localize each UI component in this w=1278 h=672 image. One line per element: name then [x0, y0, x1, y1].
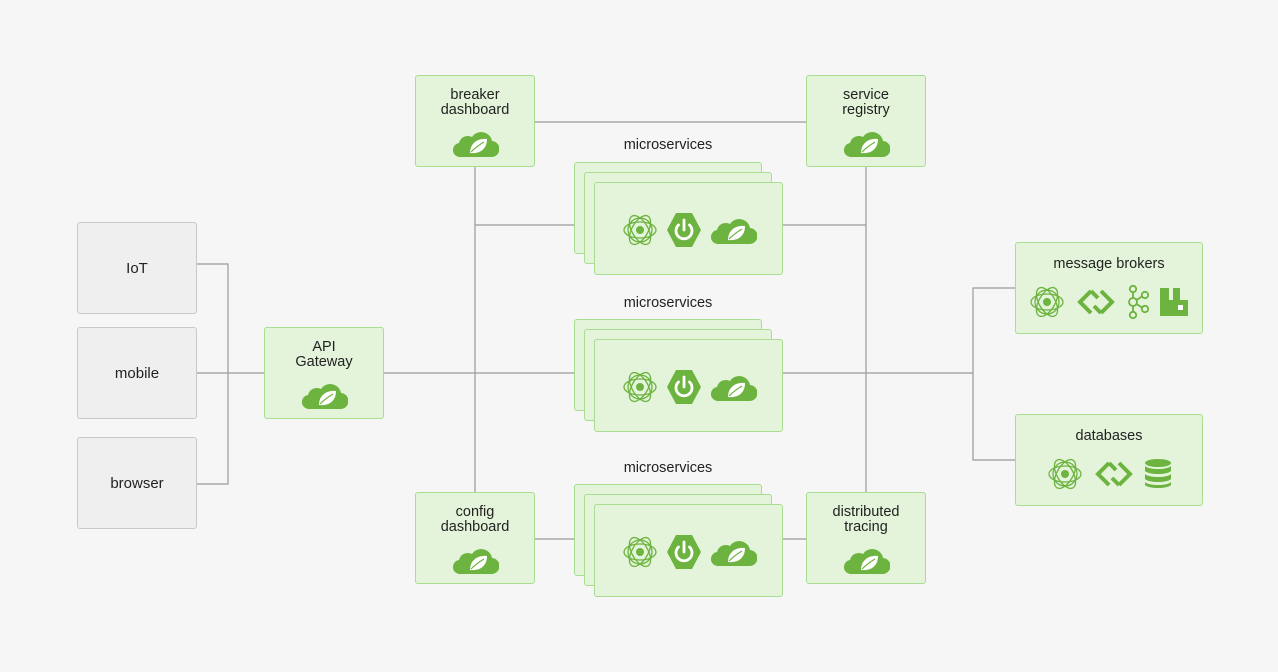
spring-cloud-icon	[709, 215, 757, 245]
microservice-box-top	[594, 182, 783, 275]
client-browser-label: browser	[110, 474, 164, 492]
client-browser: browser	[77, 437, 197, 529]
message-brokers-label: message brokers	[1053, 256, 1165, 272]
api-gateway-line2: Gateway	[295, 354, 353, 370]
registry-line2: registry	[842, 102, 890, 118]
microservice-box-bot	[594, 504, 783, 597]
config-line2: dashboard	[440, 519, 510, 535]
spring-integration-icon	[1092, 457, 1136, 491]
registry-line1: service	[843, 87, 889, 103]
spring-integration-icon	[1074, 285, 1118, 319]
client-iot: IoT	[77, 222, 197, 314]
service-registry-box: service registry	[806, 75, 926, 167]
microservices-label-mid: microservices	[623, 295, 713, 311]
databases-label: databases	[1075, 428, 1143, 444]
breaker-line1: breaker	[450, 87, 500, 103]
breaker-dashboard-box: breaker dashboard	[415, 75, 535, 167]
client-iot-label: IoT	[126, 259, 148, 277]
config-line1: config	[455, 504, 495, 520]
api-gateway-box: API Gateway	[264, 327, 384, 419]
rabbitmq-icon	[1158, 286, 1190, 318]
distributed-tracing-box: distributed tracing	[806, 492, 926, 584]
spring-atom-icon	[621, 211, 659, 249]
spring-boot-icon	[665, 368, 703, 406]
spring-cloud-icon	[451, 128, 499, 158]
database-icon	[1144, 458, 1172, 490]
spring-cloud-icon	[842, 128, 890, 158]
spring-atom-icon	[1046, 455, 1084, 493]
api-gateway-line1: API	[312, 339, 336, 355]
spring-boot-icon	[665, 533, 703, 571]
spring-cloud-icon	[709, 372, 757, 402]
kafka-icon	[1126, 284, 1150, 320]
tracing-line1: distributed	[832, 504, 900, 520]
spring-boot-icon	[665, 211, 703, 249]
spring-cloud-icon	[451, 545, 499, 575]
microservices-label-top: microservices	[623, 137, 713, 153]
databases-box: databases	[1015, 414, 1203, 506]
spring-atom-icon	[1028, 283, 1066, 321]
config-dashboard-box: config dashboard	[415, 492, 535, 584]
spring-cloud-icon	[300, 380, 348, 410]
message-brokers-box: message brokers	[1015, 242, 1203, 334]
microservice-box-mid	[594, 339, 783, 432]
client-mobile-label: mobile	[114, 364, 160, 382]
spring-cloud-icon	[709, 537, 757, 567]
spring-cloud-icon	[842, 545, 890, 575]
tracing-line2: tracing	[844, 519, 888, 535]
spring-atom-icon	[621, 533, 659, 571]
client-mobile: mobile	[77, 327, 197, 419]
microservices-label-bot: microservices	[623, 460, 713, 476]
breaker-line2: dashboard	[440, 102, 510, 118]
spring-atom-icon	[621, 368, 659, 406]
